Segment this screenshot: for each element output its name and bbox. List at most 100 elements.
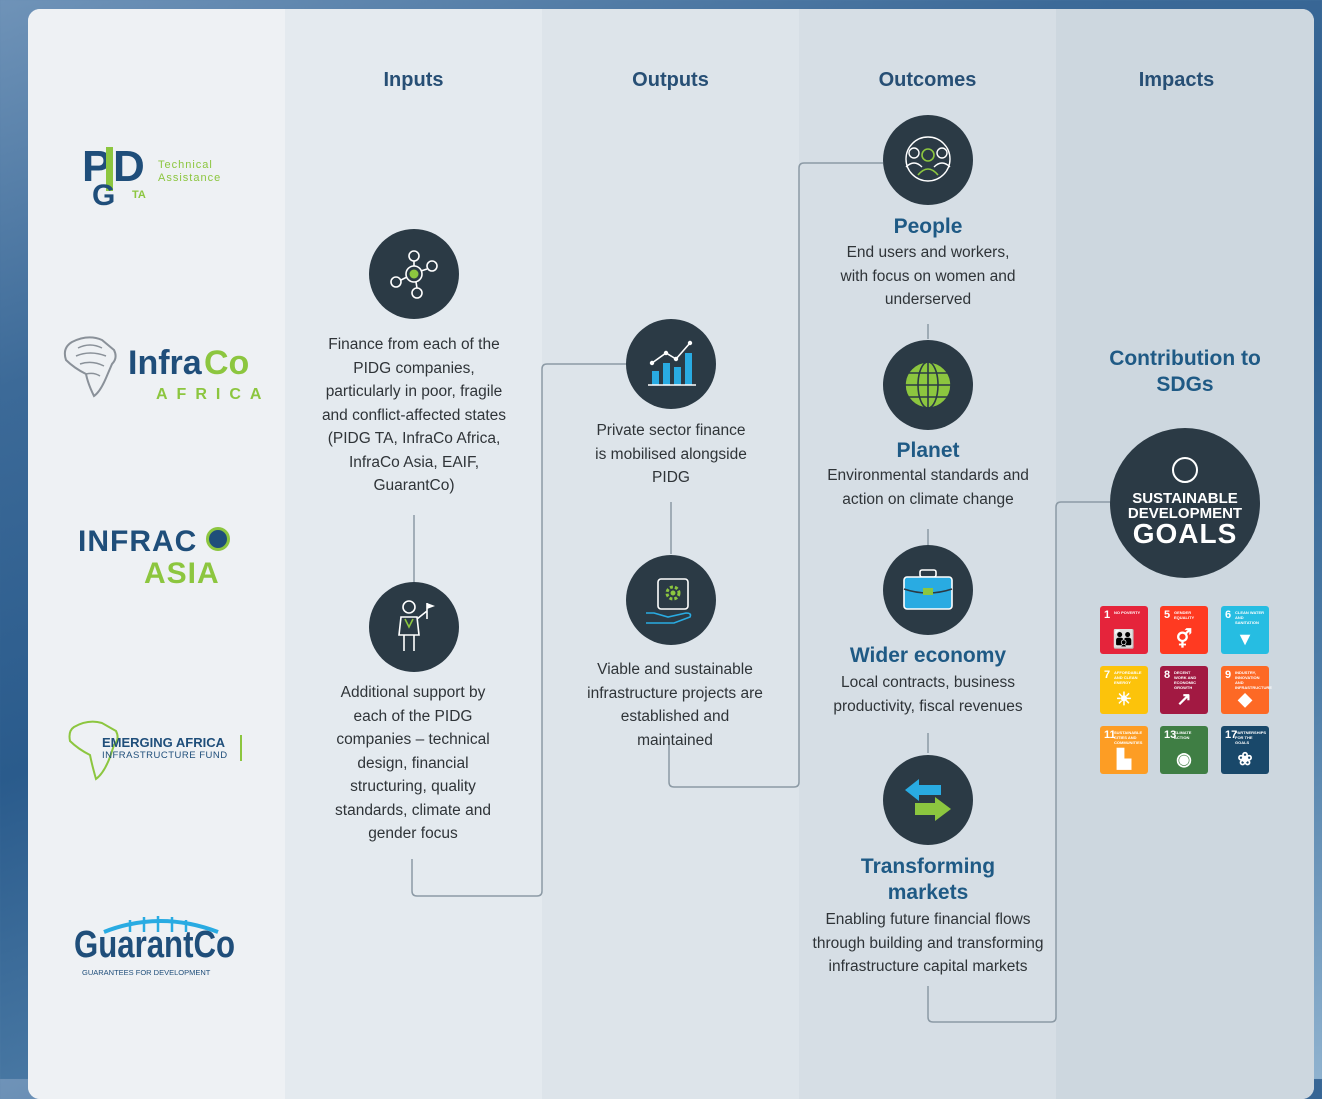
globe-icon [904,361,952,409]
outputs-private-finance-text: Private sector finance is mobilised alon… [595,422,747,486]
sdg-goal-number: 7 [1104,669,1111,681]
people-icon [905,136,951,182]
impacts-title: Contribution to SDGs [1109,347,1261,396]
sdg-goal-label: INDUSTRY, INNOVATION AND INFRASTRUCTURE [1235,670,1272,690]
cubes-icon: ◆ [1238,689,1252,709]
people-icon-circle [883,115,973,205]
globe-icon-circle [883,340,973,430]
guarantco-sub: GUARANTEES FOR DEVELOPMENT [82,968,211,977]
sun-icon: ☀ [1115,689,1133,709]
sdg-logo-line2: DEVELOPMENT [1127,505,1243,522]
guarantco-logo: GuarantCo GUARANTEES FOR DEVELOPMENT [74,914,244,984]
outcome-economy-text: Local contracts, business productivity, … [833,674,1023,715]
sdg-goal-label: NO POVERTY [1114,610,1141,615]
sdg-goal-number: 13 [1164,729,1177,741]
outcome-people-title: People [893,215,963,238]
svg-text:G: G [92,179,115,207]
advisor-icon-circle [369,582,459,672]
infraco-africa-logo: Infra Co AFRICA [58,334,261,414]
eaif-divider [240,735,242,761]
africa-outline-icon [68,720,119,781]
infraco-asia-sub: ASIA [144,557,220,590]
eaif-line1: EMERGING AFRICA [102,735,226,750]
infraco-asia-logo: INFRAC ASIA [78,525,258,605]
pidg-ta-logo: P D G TA Technical Assistance [82,139,242,212]
growth-icon: ↗ [1176,689,1192,709]
sdg-goal-11: 11 SUSTAINABLE CITIES AND COMMUNITIES ▙ [1100,726,1148,774]
gear-hand-icon-circle [626,555,716,645]
exchange-arrows-icon-circle [883,755,973,845]
sdg-goal-label: CLEAN WATER AND SANITATION [1235,610,1265,625]
guarantco-name: GuarantCo [74,924,236,966]
network-icon-circle [369,229,459,319]
eye-globe-icon: ◉ [1176,749,1192,769]
header-inputs: Inputs [383,69,444,91]
advisor-icon [398,600,435,651]
outcome-people-text: End users and workers, with focus on wom… [840,244,1016,308]
africa-fingerprint-icon [63,336,117,398]
sdg-goal-number: 8 [1164,669,1171,681]
sdg-goal-number: 5 [1164,609,1171,621]
outcome-markets-title: Transforming markets [860,855,996,904]
sdg-goal-5: 5 GENDER EQUALITY ⚥ [1160,606,1208,654]
sdg-goal-number: 6 [1225,609,1232,621]
theory-of-change-panel: Inputs Outputs Outcomes Impacts P D G TA… [28,9,1314,1099]
sdg-goal-label: PARTNERSHIPS FOR THE GOALS [1235,730,1267,745]
briefcase-icon-circle [883,545,973,635]
city-icon: ▙ [1117,749,1131,769]
sdg-goal-label: DECENT WORK AND ECONOMIC GROWTH [1174,670,1197,690]
sdg-goal-number: 11 [1104,729,1116,741]
svg-text:D: D [113,142,145,191]
sdg-goal-6: 6 CLEAN WATER AND SANITATION ▼ [1221,606,1269,654]
eaif-line2: INFRASTRUCTURE FUND [102,750,228,761]
globe-o-icon [206,527,230,551]
sdg-goal-label: AFFORDABLE AND CLEAN ENERGY [1114,670,1142,685]
pidg-ta-text1: Technical [158,159,213,171]
infraco-africa-sub: AFRICA [156,386,271,403]
sdg-goal-label: GENDER EQUALITY [1174,610,1195,620]
connector-lines [411,162,1110,1023]
outputs-projects-text: Viable and sustainable infrastructure pr… [587,661,763,749]
briefcase-icon [903,569,953,610]
pidg-ta-sub: TA [132,189,146,201]
bar-chart-icon-circle [626,319,716,409]
inputs-finance-text: Finance from each of the PIDG companies,… [321,336,507,494]
bridge-arch-icon [103,916,219,934]
sdg-goal-number: 1 [1104,609,1111,621]
sdg-logo-line3: GOALS [1132,518,1238,549]
outcome-planet-title: Planet [896,439,960,462]
flower-icon: ❀ [1237,749,1253,769]
pidg-ta-mark: P D G [82,142,145,212]
header-impacts: Impacts [1138,69,1215,91]
sdg-goal-label: CLIMATE ACTION [1174,730,1192,740]
network-icon [390,250,438,299]
inputs-support-text: Additional support by each of the PIDG c… [335,684,491,842]
family-icon: 👪 [1112,629,1136,649]
gear-hand-icon [646,578,692,624]
outcome-economy-title: Wider economy [849,644,1007,667]
outcome-planet-text: Environmental standards and action on cl… [827,467,1029,508]
eaif-logo: EMERGING AFRICA INFRASTRUCTURE FUND [66,717,266,787]
column-companies [28,9,285,1099]
sdg-goal-8: 8 DECENT WORK AND ECONOMIC GROWTH ↗ [1160,666,1208,714]
pidg-ta-text2: Assistance [158,172,222,184]
bar-chart-icon [648,340,696,386]
sdg-logo: SUSTAINABLE DEVELOPMENT GOALS [1110,428,1260,578]
infraco-africa-name-b: Co [204,344,250,382]
sdg-goal-label: SUSTAINABLE CITIES AND COMMUNITIES [1114,730,1143,745]
sdg-goal-number: 9 [1225,669,1232,681]
un-emblem-icon [1172,457,1198,483]
water-icon: ▼ [1236,629,1254,649]
sdg-goal-number: 17 [1225,729,1238,741]
infraco-africa-name-a: Infra [128,344,202,382]
sdg-goal-7: 7 AFFORDABLE AND CLEAN ENERGY ☀ [1100,666,1148,714]
exchange-arrows-icon [905,779,951,821]
sdg-logo-line1: SUSTAINABLE [1132,490,1238,507]
sdg-goal-13: 13 CLIMATE ACTION ◉ [1160,726,1208,774]
outcome-markets-text: Enabling future financial flows through … [812,911,1044,975]
sdg-goal-9: 9 INDUSTRY, INNOVATION AND INFRASTRUCTUR… [1221,666,1272,714]
gender-icon: ⚥ [1175,629,1193,649]
infraco-asia-name: INFRAC [78,525,198,558]
sdg-goal-17: 17 PARTNERSHIPS FOR THE GOALS ❀ [1221,726,1269,774]
header-outcomes: Outcomes [878,69,977,91]
